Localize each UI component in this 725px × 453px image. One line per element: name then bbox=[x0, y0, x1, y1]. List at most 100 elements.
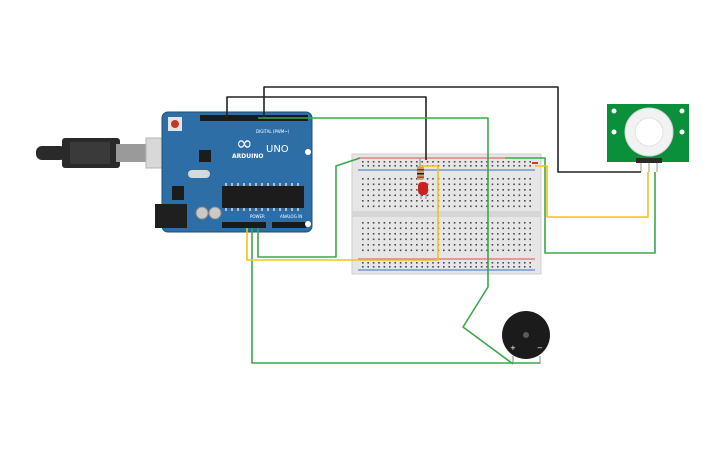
breadboard-hole bbox=[399, 178, 402, 180]
breadboard-hole bbox=[394, 183, 396, 186]
breadboard-hole bbox=[399, 262, 402, 264]
breadboard-hole bbox=[443, 233, 445, 235]
breadboard-hole bbox=[383, 227, 386, 230]
breadboard-hole bbox=[410, 222, 413, 224]
wire-yellow-pir-vcc[interactable] bbox=[535, 165, 649, 218]
breadboard-hole bbox=[507, 189, 510, 191]
breadboard-hole bbox=[470, 200, 472, 202]
breadboard-hole bbox=[432, 194, 434, 197]
breadboard-hole bbox=[475, 194, 477, 197]
breadboard-hole bbox=[529, 189, 531, 191]
breadboard-hole bbox=[362, 233, 364, 235]
piezo-buzzer[interactable]: + − bbox=[502, 311, 550, 364]
breadboard-hole bbox=[362, 189, 364, 191]
pir-sensor[interactable] bbox=[607, 104, 689, 172]
breadboard-hole bbox=[491, 262, 494, 264]
breadboard-hole bbox=[507, 200, 510, 202]
wire-green-buzzer-gnd[interactable] bbox=[251, 228, 540, 364]
wires bbox=[226, 86, 656, 365]
breadboard-hole bbox=[486, 266, 488, 268]
breadboard-hole bbox=[362, 161, 364, 163]
breadboard-hole bbox=[432, 189, 434, 191]
breadboard-hole bbox=[416, 233, 418, 235]
breadboard-hole bbox=[513, 244, 515, 246]
breadboard-hole bbox=[486, 161, 488, 163]
breadboard-hole bbox=[405, 200, 407, 202]
breadboard-hole bbox=[453, 222, 456, 224]
breadboard-hole bbox=[426, 222, 429, 224]
wire-black-led[interactable] bbox=[226, 96, 427, 160]
breadboard-hole bbox=[410, 161, 413, 163]
breadboard-hole bbox=[453, 183, 456, 186]
breadboard-hole bbox=[378, 205, 380, 208]
breadboard-hole bbox=[367, 249, 369, 252]
breadboard-hole bbox=[410, 205, 413, 208]
arduino-uno-board[interactable]: DIGITAL (PWM~) ∞ ARDUINO UNO POWER ANALO… bbox=[155, 111, 313, 233]
breadboard-hole bbox=[383, 200, 386, 202]
breadboard-hole bbox=[399, 205, 402, 208]
breadboard-hole bbox=[367, 161, 369, 163]
breadboard-hole bbox=[443, 183, 445, 186]
breadboard-hole bbox=[394, 238, 396, 241]
breadboard-hole bbox=[362, 183, 364, 186]
pir-hole-left-top bbox=[611, 108, 617, 114]
breadboard-hole bbox=[372, 178, 375, 180]
breadboard-hole bbox=[459, 266, 461, 268]
breadboard-hole bbox=[513, 238, 515, 241]
breadboard-hole bbox=[497, 189, 499, 191]
breadboard-hole bbox=[480, 161, 483, 163]
breadboard-hole bbox=[378, 227, 380, 230]
resistor[interactable] bbox=[417, 158, 424, 180]
breadboard-hole bbox=[367, 233, 369, 235]
breadboard-hole bbox=[464, 178, 467, 180]
breadboard-hole bbox=[491, 165, 494, 167]
breadboard-hole bbox=[518, 238, 521, 241]
breadboard-hole bbox=[475, 161, 477, 163]
breadboard-hole bbox=[480, 183, 483, 186]
led[interactable] bbox=[418, 182, 428, 199]
breadboard-hole bbox=[443, 189, 445, 191]
breadboard-hole bbox=[502, 200, 504, 202]
breadboard-hole bbox=[524, 200, 526, 202]
pir-dome-lens bbox=[634, 117, 664, 147]
breadboard-hole bbox=[507, 165, 510, 167]
breadboard-hole bbox=[464, 244, 467, 246]
breadboard-hole bbox=[524, 249, 526, 252]
breadboard-hole bbox=[421, 266, 423, 268]
breadboard-hole bbox=[362, 200, 364, 202]
breadboard-hole bbox=[416, 200, 418, 202]
breadboard-hole bbox=[383, 161, 386, 163]
breadboard-hole bbox=[362, 238, 364, 241]
breadboard-hole bbox=[491, 233, 494, 235]
breadboard-hole bbox=[432, 262, 434, 264]
breadboard-hole bbox=[378, 161, 380, 163]
power-jack[interactable] bbox=[155, 204, 187, 228]
breadboard-hole bbox=[426, 161, 429, 163]
breadboard-hole bbox=[502, 205, 504, 208]
breadboard-hole bbox=[443, 262, 445, 264]
wire-green-buzzer-signal[interactable] bbox=[258, 117, 514, 365]
breadboard-hole bbox=[524, 262, 526, 264]
breadboard-hole bbox=[405, 233, 407, 235]
wire-green-breadboard-gnd[interactable] bbox=[257, 157, 361, 258]
wire-yellow-5v[interactable] bbox=[246, 165, 439, 261]
breadboard-hole bbox=[389, 205, 391, 208]
breadboard-hole bbox=[448, 178, 450, 180]
breadboard-hole bbox=[491, 249, 494, 252]
breadboard-hole bbox=[383, 178, 386, 180]
analog-header-label: ANALOG IN bbox=[280, 214, 302, 219]
breadboard-hole bbox=[470, 194, 472, 197]
breadboard-hole bbox=[497, 194, 499, 197]
breadboard-hole bbox=[378, 262, 380, 264]
breadboard-hole bbox=[453, 249, 456, 252]
wire-green-pir-rail[interactable] bbox=[505, 157, 656, 254]
breadboard[interactable] bbox=[351, 153, 542, 275]
breadboard-hole bbox=[378, 233, 380, 235]
breadboard-hole bbox=[513, 165, 515, 167]
breadboard-hole bbox=[453, 194, 456, 197]
breadboard-hole bbox=[421, 238, 423, 241]
breadboard-hole bbox=[394, 194, 396, 197]
usb-cable[interactable] bbox=[36, 137, 181, 169]
breadboard-hole bbox=[416, 205, 418, 208]
breadboard-hole bbox=[524, 222, 526, 224]
